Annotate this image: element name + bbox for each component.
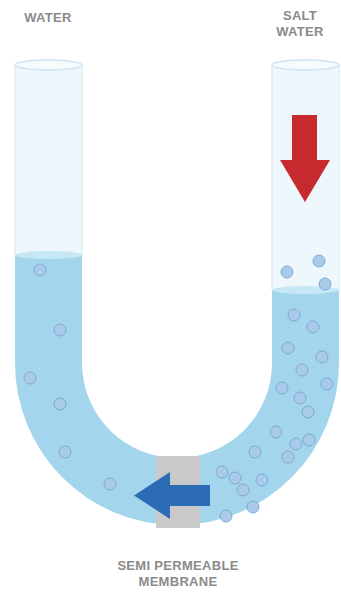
left-tube-glass <box>15 65 82 257</box>
left-liquid-surface <box>15 251 82 259</box>
right-tube-glass <box>272 65 339 290</box>
left-tube-opening <box>15 60 82 70</box>
right-tube-opening <box>272 60 339 70</box>
text-label: SALT WATER <box>262 8 338 40</box>
salt-molecules <box>24 255 333 522</box>
text-label: WATER <box>5 10 91 26</box>
flow-arrow <box>134 472 210 519</box>
text-label: SEMI PERMEABLE MEMBRANE <box>98 558 258 590</box>
pressure-arrow <box>280 115 330 202</box>
